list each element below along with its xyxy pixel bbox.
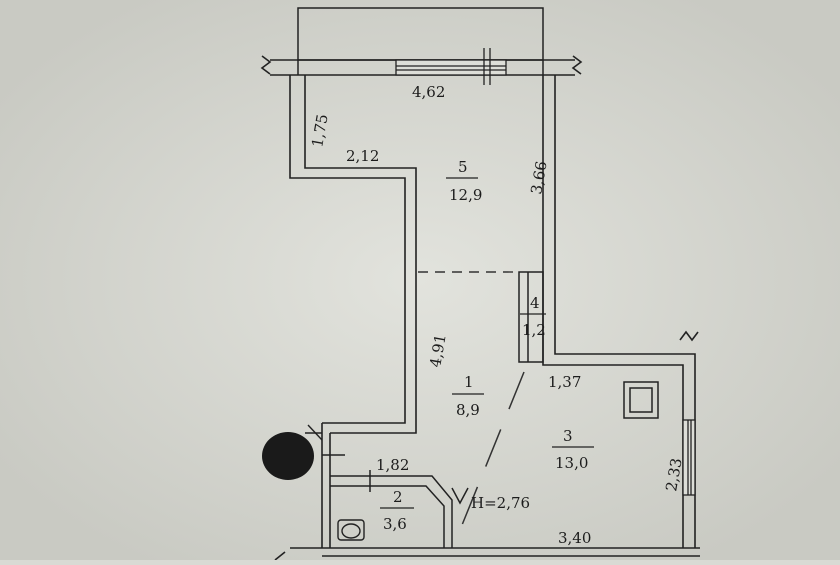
room-label-4: 4 1,2 <box>520 294 546 339</box>
kitchen-window <box>682 419 696 496</box>
closet-walls <box>518 271 544 363</box>
ink-blot <box>262 432 314 480</box>
dim-bottom: 3,40 <box>558 529 591 547</box>
top-window <box>395 48 507 85</box>
vent-shaft <box>623 381 659 419</box>
dim-top-width: 4,62 <box>412 83 445 101</box>
ceiling-height-label: H=2,76 <box>471 494 530 512</box>
dim-kitchen-right: 2,33 <box>662 457 686 493</box>
room-number: 3 <box>563 427 573 445</box>
dim-left-upper: 1,75 <box>308 113 332 149</box>
room-label-1: 1 8,9 <box>452 373 484 419</box>
room-number: 1 <box>464 373 474 391</box>
dim-right-upper: 3,66 <box>527 160 551 196</box>
opening-diagonal <box>459 371 525 531</box>
room-label-3: 3 13,0 <box>552 427 594 472</box>
room-label-5: 5 12,9 <box>446 158 482 204</box>
dim-corridor-left: 4,91 <box>426 333 450 369</box>
entrance-door <box>305 424 345 456</box>
room-area: 1,2 <box>522 321 546 339</box>
toilet-icon <box>337 519 365 541</box>
room-number: 2 <box>393 488 403 506</box>
room-area: 12,9 <box>449 186 482 204</box>
room-area: 3,6 <box>383 515 407 533</box>
entry-arrow-icon <box>451 487 469 505</box>
room-area: 8,9 <box>456 401 480 419</box>
bathroom-walls <box>330 470 453 548</box>
dim-kitchen-top: 1,37 <box>548 373 581 391</box>
dim-step: 2,12 <box>346 147 379 165</box>
room-label-2: 2 3,6 <box>380 488 414 533</box>
room-area: 13,0 <box>555 454 588 472</box>
room-number: 4 <box>530 294 540 312</box>
room-number: 5 <box>458 158 468 176</box>
dim-bath-top: 1,82 <box>376 456 409 474</box>
